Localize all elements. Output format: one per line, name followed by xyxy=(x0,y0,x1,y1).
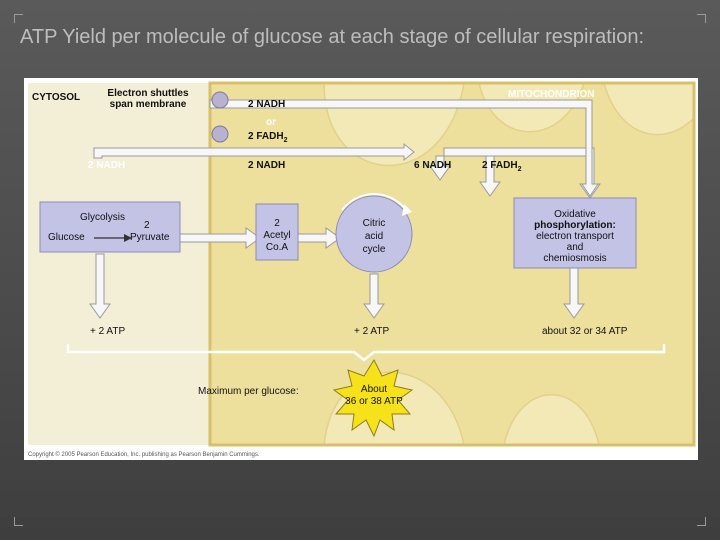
glycolysis-nadh-label: 2 NADH xyxy=(88,160,126,171)
respiration-diagram: CYTOSOL MITOCHONDRION Electron shuttles … xyxy=(24,78,698,460)
flow-arrows xyxy=(89,99,601,319)
acetyl-coa-box xyxy=(255,203,299,261)
shuttle-channel-icon xyxy=(211,91,229,109)
shuttle-channel-icon xyxy=(211,125,229,143)
acetyl-coa-count: 2 xyxy=(274,218,280,229)
cycle-atp-arrow xyxy=(363,273,385,319)
acetyl-nadh-label: 2 NADH xyxy=(248,160,286,171)
diagram-graphics xyxy=(28,81,696,447)
shuttle-or-label: or xyxy=(266,117,276,128)
glycolysis-glucose: Glucose xyxy=(48,232,85,243)
pyruvate-arrow xyxy=(179,227,261,249)
glycolysis-pyruvate: Pyruvate xyxy=(130,232,170,243)
oxphos-line4: and xyxy=(566,242,584,253)
acetyl-to-cycle-arrow xyxy=(297,227,341,249)
mitochondrion-label: MITOCHONDRION xyxy=(508,89,595,100)
cycle-arc-arrow xyxy=(341,193,407,211)
glycolysis-atp-arrow xyxy=(89,253,111,319)
max-atp-starburst xyxy=(332,358,414,438)
oxphos-line2: phosphorylation: xyxy=(534,220,616,231)
oxphos-line3: electron transport xyxy=(536,231,614,242)
atp-citric: + 2 ATP xyxy=(354,326,390,337)
citric-acid-cycle xyxy=(335,195,413,273)
nadh-flow-arrow xyxy=(93,142,415,162)
cycle-fadh2-label: 2 FADH2 xyxy=(482,160,522,173)
shuttle-to-oxphos-arrow xyxy=(209,99,599,197)
slide-corner-mark xyxy=(697,517,706,526)
max-line2: 36 or 38 ATP xyxy=(345,396,403,407)
cycle-fadh2-arrow xyxy=(479,155,501,197)
glycolysis-reaction-arrowhead xyxy=(124,234,132,242)
shuttle-label: Electron shuttles span membrane xyxy=(107,88,189,110)
max-label: Maximum per glucose: xyxy=(198,386,299,397)
cycle-arc-arrowhead xyxy=(402,204,412,216)
acetyl-coa-name: Acetyl xyxy=(263,230,291,241)
glycolysis-box xyxy=(39,201,181,253)
cycle-nadh-label: 6 NADH xyxy=(414,160,452,171)
copyright: Copyright © 2005 Pearson Education, Inc.… xyxy=(28,452,260,458)
acetyl-coa-coa: Co.A xyxy=(265,242,289,253)
citric-line2: acid xyxy=(364,231,384,242)
shuttle-nadh-label: 2 NADH xyxy=(248,99,286,110)
atp-total-bracket xyxy=(66,344,666,362)
cytosol-label: CYTOSOL xyxy=(32,92,81,103)
max-line1: About xyxy=(360,384,388,395)
atp-glycolysis: + 2 ATP xyxy=(90,326,126,337)
oxphos-line5: chemiosmosis xyxy=(543,253,607,264)
atp-oxphos: about 32 or 34 ATP xyxy=(542,326,628,337)
slide-corner-mark xyxy=(697,14,706,23)
oxphos-line1: Oxidative xyxy=(554,209,596,220)
shuttle-fadh2-label: 2 FADH2 xyxy=(248,131,288,144)
glycolysis-title: Glycolysis xyxy=(80,212,126,223)
nadh-to-oxphos-arrow xyxy=(443,147,601,199)
slide-title: ATP Yield per molecule of glucose at eac… xyxy=(20,26,645,48)
cycle-nadh-arrow xyxy=(429,155,451,181)
citric-line3: cycle xyxy=(362,244,386,255)
oxphos-box xyxy=(513,197,637,269)
citric-line1: Citric xyxy=(362,218,386,229)
glycolysis-two: 2 xyxy=(144,220,150,231)
oxphos-atp-arrow xyxy=(563,267,585,319)
mitochondrion-membrane xyxy=(208,81,696,447)
slide-corner-mark xyxy=(14,14,23,23)
slide-corner-mark xyxy=(14,517,23,526)
